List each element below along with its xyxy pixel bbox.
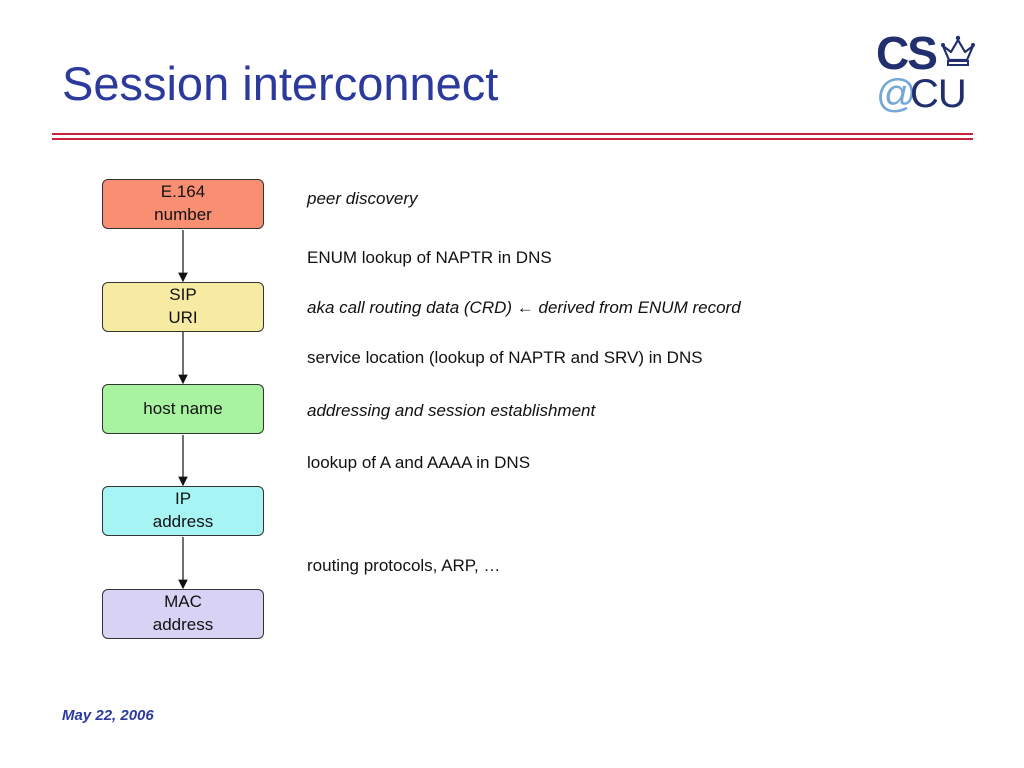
node-ip-address: IP address	[102, 486, 264, 536]
note-addressing: addressing and session establishment	[307, 401, 596, 420]
node-mac-line1: MAC	[164, 592, 202, 612]
note-service-location: service location (lookup of NAPTR and SR…	[307, 348, 703, 367]
logo-cs-text: CS	[876, 27, 938, 79]
node-ip-line2: address	[152, 512, 214, 531]
node-host-line1: host name	[143, 398, 223, 418]
node-mac-line2: address	[152, 615, 214, 634]
note-routing-protocols: routing protocols, ARP, …	[307, 556, 501, 575]
node-ip-line1: IP	[174, 489, 192, 509]
footer-date: May 22, 2006	[62, 707, 154, 724]
node-mac-address: MAC address	[102, 589, 264, 639]
node-e164-line2: number	[154, 205, 212, 224]
node-sip-line1: SIP	[169, 285, 197, 305]
node-e164-line1: E.164	[160, 182, 206, 202]
note-enum-lookup: ENUM lookup of NAPTR in DNS	[307, 248, 552, 267]
title-divider-bottom	[52, 138, 973, 140]
crown-icon	[941, 35, 975, 66]
slide-title: Session interconnect	[62, 57, 499, 110]
logo-at-text: @	[876, 72, 917, 116]
logo-cu-text: CU	[910, 72, 967, 116]
note-peer-discovery: peer discovery	[307, 189, 418, 208]
cs-cu-logo: CS @ CU	[876, 30, 976, 116]
node-sip-line2: URI	[168, 308, 198, 327]
note-call-routing-data: aka call routing data (CRD) ← derived fr…	[307, 299, 741, 316]
title-divider-top	[52, 133, 973, 135]
note-a-aaaa-lookup: lookup of A and AAAA in DNS	[307, 453, 531, 472]
node-sip-uri: SIP URI	[102, 282, 264, 332]
node-host-name: host name	[102, 384, 264, 434]
node-e164-number: E.164 number	[102, 179, 264, 229]
left-arrow-icon: ←	[516, 298, 534, 317]
note-crd-derived-text: derived from ENUM record	[533, 298, 741, 317]
note-crd-text: aka call routing data (CRD)	[307, 298, 517, 317]
